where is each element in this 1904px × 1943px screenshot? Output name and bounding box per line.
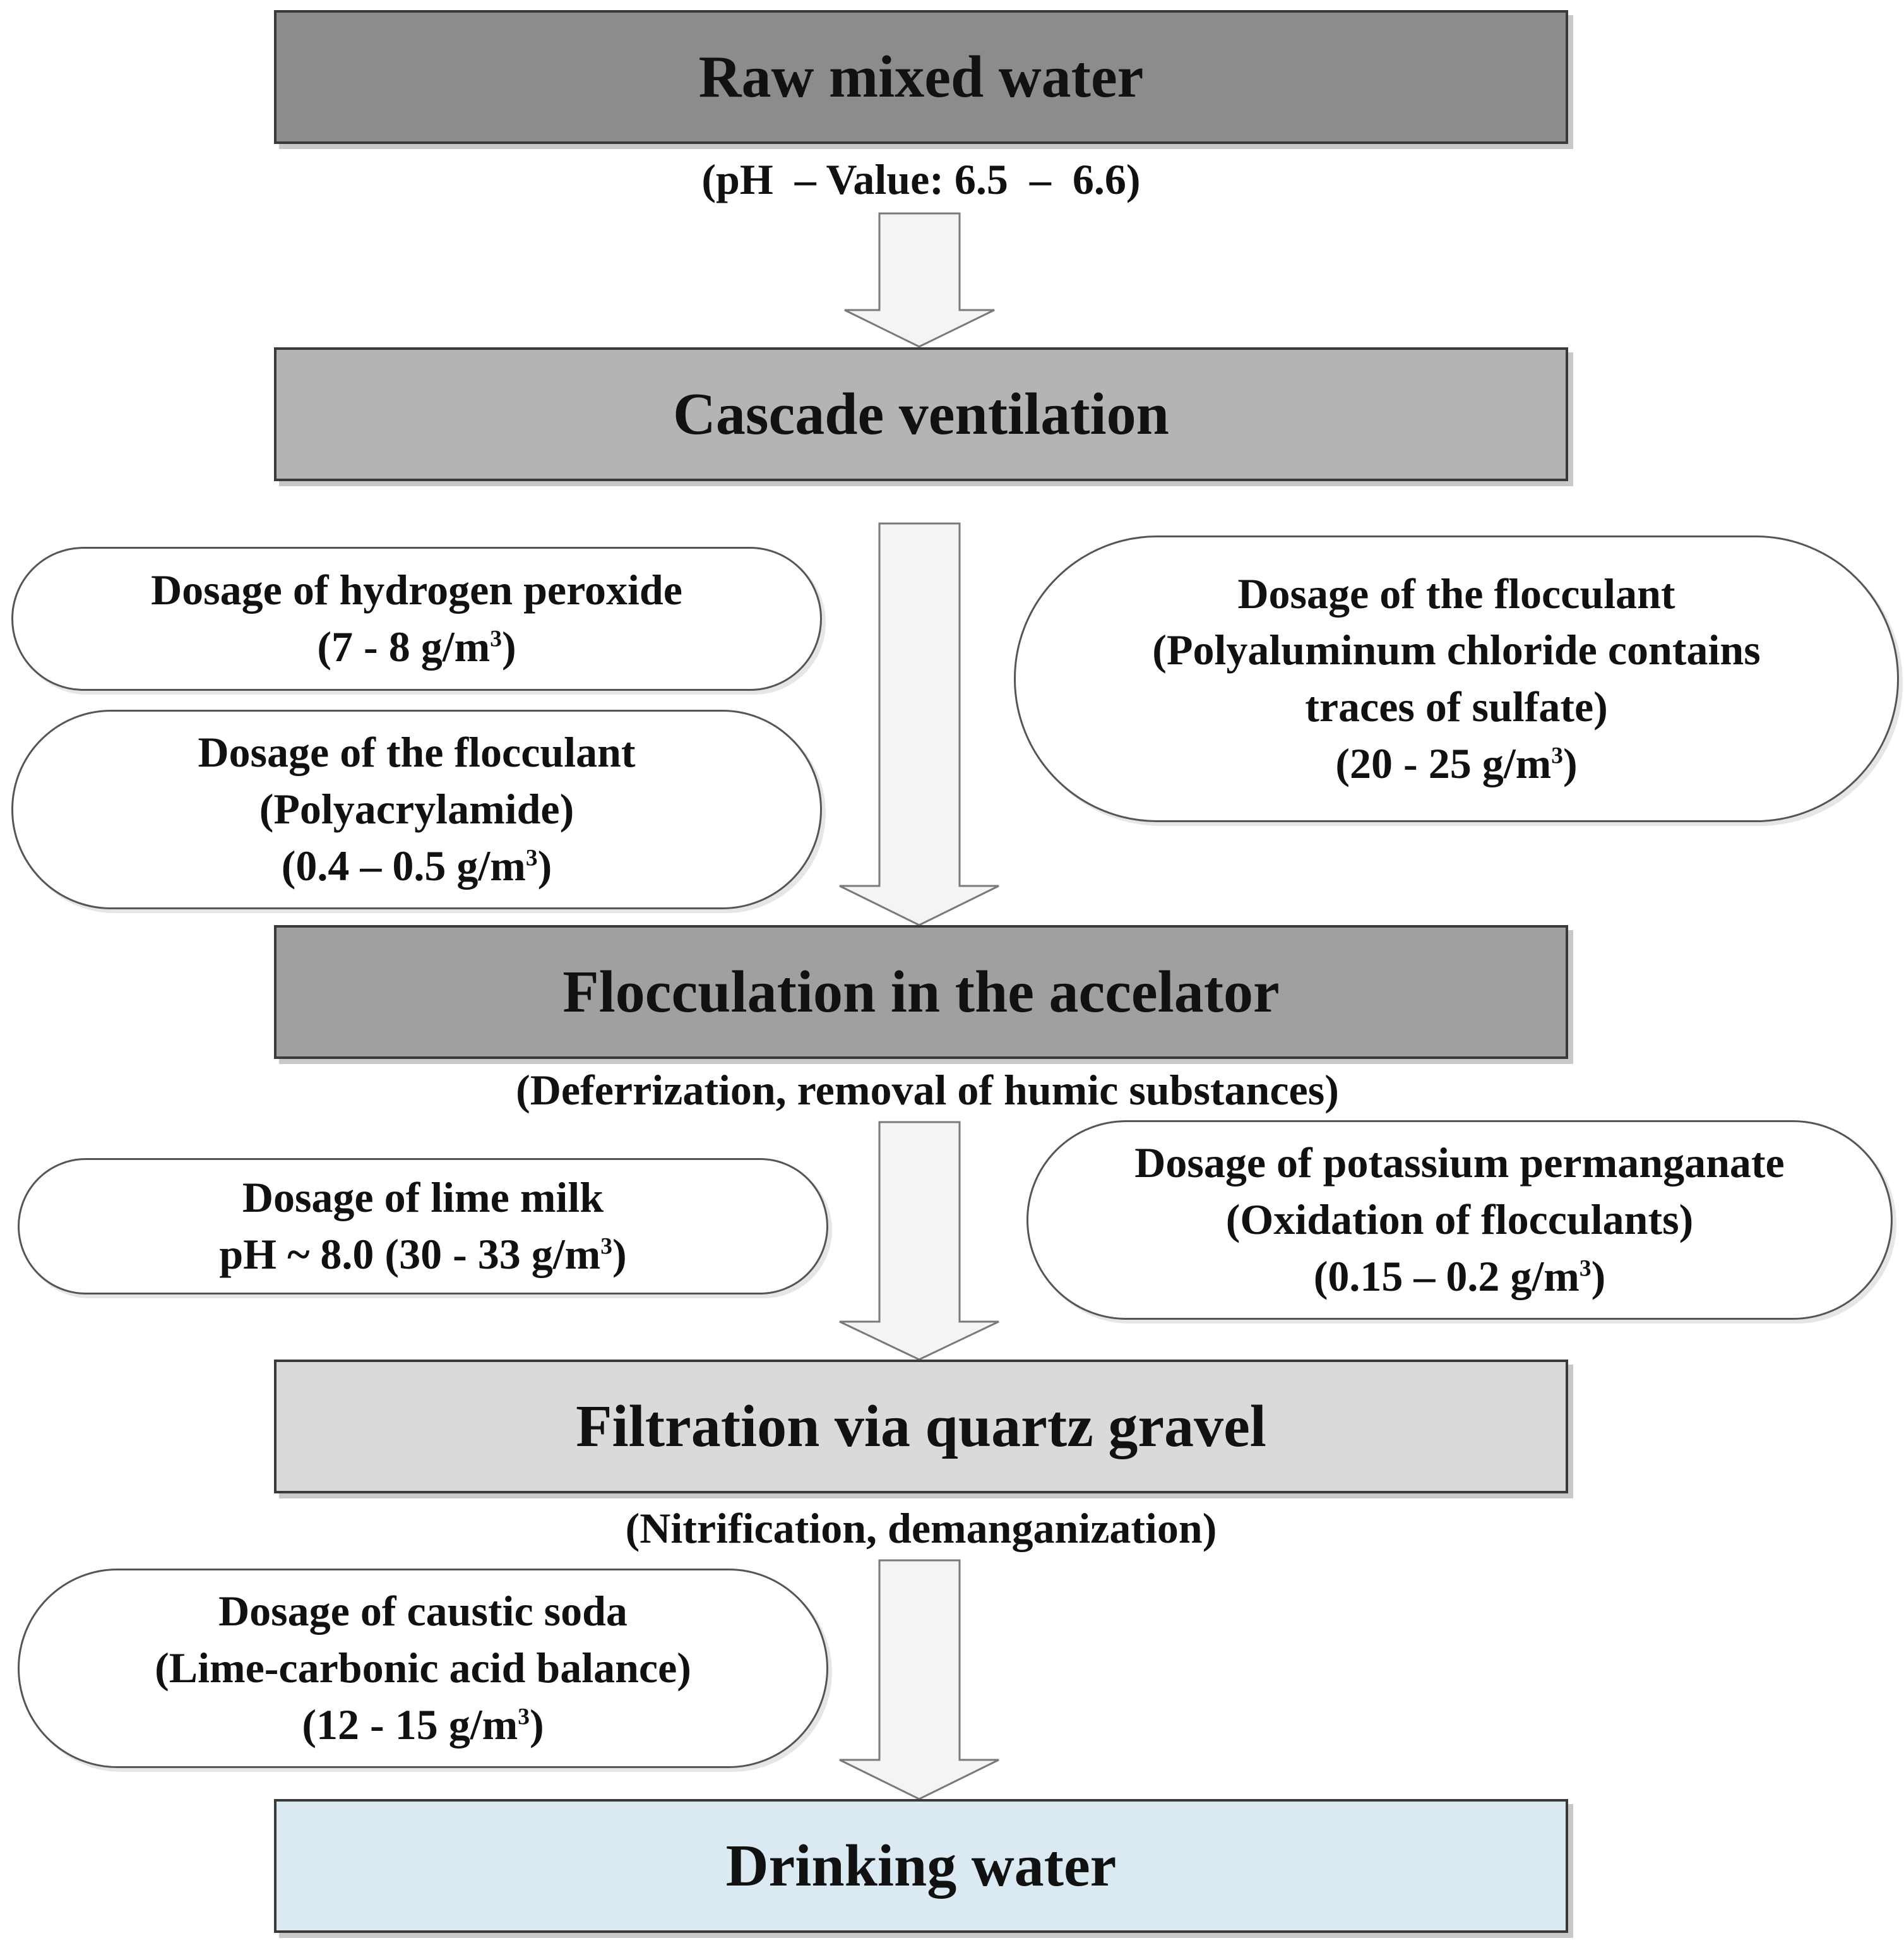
dosage-caustic-soda: Dosage of caustic soda (Lime-carbonic ac… [18, 1569, 828, 1768]
dosage-substance: (Oxidation of flocculants) [1225, 1195, 1694, 1244]
stage-filtration: Filtration via quartz gravel [274, 1360, 1568, 1493]
stage-label: Drinking water [725, 1833, 1117, 1899]
dosage-title: Dosage of lime milk [242, 1173, 604, 1222]
dosage-substance: (Polyaluminum chloride contains [1152, 626, 1761, 674]
flocculation-note: (Deferrization, removal of humic substan… [516, 1066, 1339, 1114]
dosage-polyacrylamide: Dosage of the flocculant (Polyacrylamide… [11, 710, 822, 909]
stage-label: Raw mixed water [698, 44, 1144, 110]
dosage-title: Dosage of caustic soda [218, 1587, 628, 1635]
dosage-substance: (Polyacrylamide) [259, 785, 574, 834]
dosage-lime-milk: Dosage of lime milk pH ~ 8.0 (30 - 33 g/… [18, 1158, 828, 1294]
arrow-raw-to-cascade [844, 212, 995, 348]
stage-label: Flocculation in the accelator [562, 959, 1280, 1025]
dosage-amount: pH ~ 8.0 (30 - 33 g/m3) [219, 1230, 627, 1278]
dosage-title: Dosage of hydrogen peroxide [151, 566, 682, 614]
dosage-amount: (12 - 15 g/m3) [302, 1700, 544, 1749]
stage-flocculation: Flocculation in the accelator [274, 925, 1568, 1059]
arrow-flocculation-to-filtration [839, 1121, 999, 1361]
dosage-potassium-permanganate: Dosage of potassium permanganate (Oxidat… [1026, 1120, 1893, 1320]
dosage-substance: (Lime-carbonic acid balance) [155, 1644, 691, 1692]
arrow-filtration-to-drinking [839, 1559, 999, 1800]
filtration-note: (Nitrification, demanganization) [625, 1504, 1217, 1552]
dosage-polyaluminum-chloride: Dosage of the flocculant (Polyaluminum c… [1014, 535, 1899, 822]
dosage-substance-cont: traces of sulfate) [1305, 683, 1608, 731]
dosage-amount: (0.4 – 0.5 g/m3) [281, 841, 552, 890]
stage-cascade-ventilation: Cascade ventilation [274, 347, 1568, 481]
stage-raw-mixed-water: Raw mixed water [274, 10, 1568, 144]
stage-label: Filtration via quartz gravel [576, 1394, 1266, 1459]
dosage-amount: (20 - 25 g/m3) [1335, 739, 1578, 787]
dosage-title: Dosage of the flocculant [198, 728, 636, 777]
arrow-cascade-to-flocculation [839, 522, 999, 926]
dosage-amount: (0.15 – 0.2 g/m3) [1313, 1252, 1606, 1300]
raw-ph-note: (pH – Value: 6.5 – 6.6) [701, 155, 1141, 203]
dosage-title: Dosage of potassium permanganate [1134, 1139, 1785, 1187]
stage-drinking-water: Drinking water [274, 1799, 1568, 1933]
dosage-hydrogen-peroxide: Dosage of hydrogen peroxide (7 - 8 g/m3) [11, 547, 822, 691]
stage-label: Cascade ventilation [673, 381, 1169, 447]
dosage-amount: (7 - 8 g/m3) [317, 623, 516, 671]
dosage-title: Dosage of the flocculant [1237, 569, 1675, 618]
